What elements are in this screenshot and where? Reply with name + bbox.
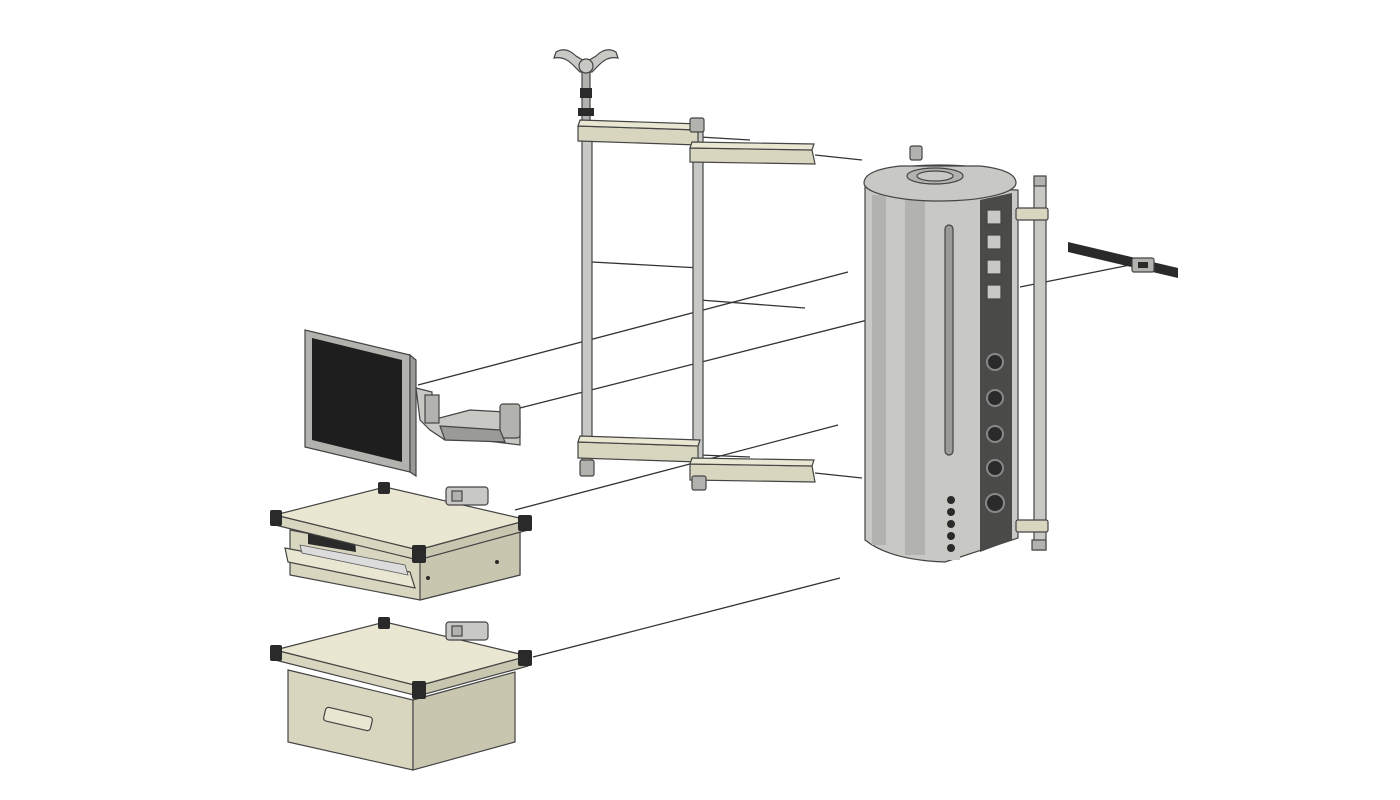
leader-line-frame-top-back [699, 136, 751, 141]
iv-hook-icon [553, 49, 619, 126]
drawer-shelf-icon [270, 617, 532, 771]
leader-line-monitor-top [417, 271, 849, 386]
outlet-square-2 [986, 234, 1002, 250]
gas-outlet-2 [986, 389, 1004, 407]
gas-outlet-4 [986, 459, 1004, 477]
outlet-panel [980, 193, 1012, 552]
monitor-icon [304, 329, 521, 478]
column-icon [863, 145, 1049, 563]
leader-line-keyboard-shelf [514, 424, 839, 511]
gas-outlet-3 [986, 425, 1004, 443]
leader-line-frame-bottom-back [699, 454, 751, 458]
leader-lines [417, 136, 1131, 658]
leader-line-frame-top [814, 154, 863, 161]
drawer-handle [323, 706, 373, 732]
keyboard [299, 544, 409, 576]
outlet-square-3 [986, 259, 1002, 275]
column-light-slot [944, 224, 954, 456]
leader-line-frame-mid2 [699, 299, 806, 309]
frame-rod-left [581, 124, 593, 476]
frame-rod-right [692, 129, 704, 486]
bracket-icon [1068, 242, 1178, 278]
leader-line-frame-bottom [814, 472, 863, 479]
frame-icon [577, 117, 816, 491]
gas-outlet-1 [986, 353, 1004, 371]
leader-line-frame-mid [591, 261, 701, 269]
outlet-square-4 [986, 284, 1002, 300]
column-side-rail [1033, 179, 1047, 551]
leader-line-drawer-shelf [532, 577, 841, 658]
gas-outlet-5 [985, 493, 1005, 513]
keyboard-shelf-icon [270, 482, 532, 601]
monitor-screen [312, 338, 402, 462]
leader-line-monitor-arm [511, 307, 916, 411]
outlet-square-1 [986, 209, 1002, 225]
